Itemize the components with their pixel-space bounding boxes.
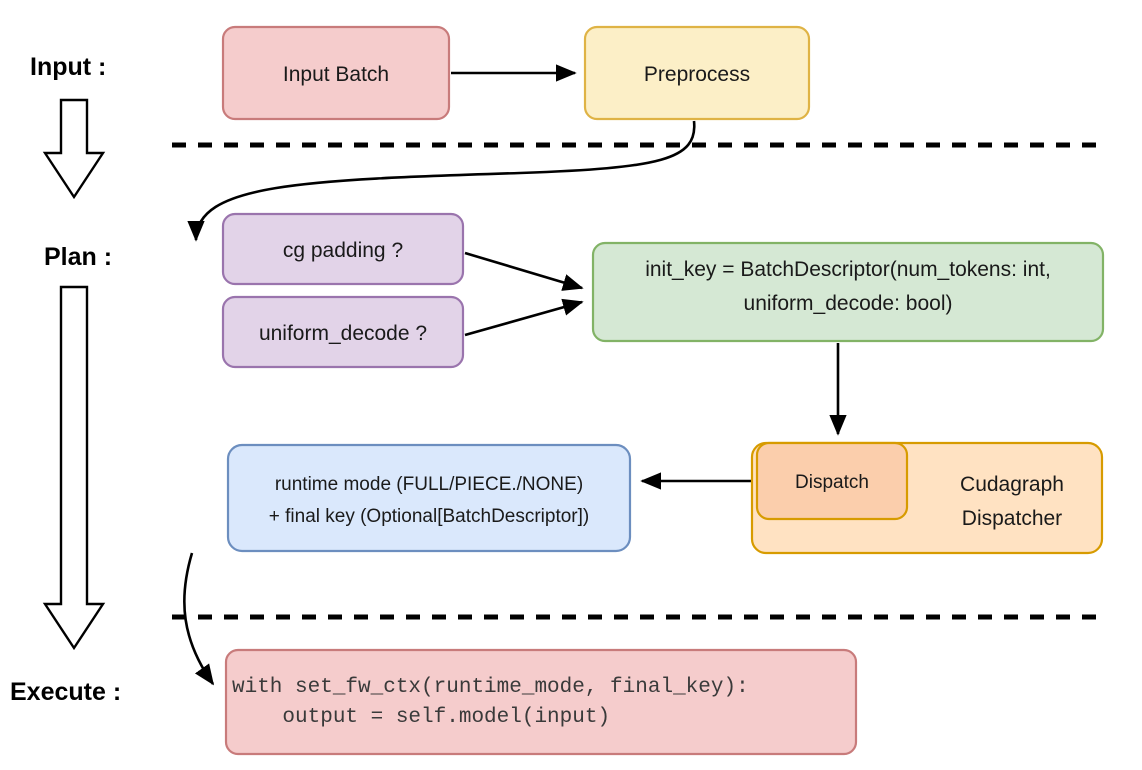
stage-label-plan: Plan : [44, 243, 112, 271]
node-runtime-mode-shape[interactable] [226, 443, 632, 553]
node-dispatch[interactable]: Dispatch [755, 441, 909, 521]
node-execute-code-shape[interactable] [224, 648, 858, 756]
stage-label-execute: Execute : [10, 678, 121, 706]
node-cudagraph-dispatcher-line-1: Cudagraph [960, 473, 1064, 496]
node-uniform-decode-label: uniform_decode ? [259, 322, 427, 345]
node-input-batch-shape[interactable] [221, 25, 451, 121]
nodes: Input Batch Preprocess cg padding ? unif… [221, 25, 1105, 756]
stage-labels: Input : Plan : Execute : [10, 53, 121, 706]
node-runtime-mode-line-2: + final key (Optional[BatchDescriptor]) [269, 506, 590, 527]
node-execute-code-line-1: with set_fw_ctx(runtime_mode, final_key)… [232, 676, 749, 699]
node-dispatch-shape[interactable] [755, 441, 909, 521]
stage-arrow-input-to-plan-icon [42, 98, 106, 200]
stage-progress-arrows [42, 98, 106, 651]
node-uniform-decode[interactable]: uniform_decode ? [221, 295, 465, 369]
node-uniform-decode-shape[interactable] [221, 295, 465, 369]
connector-runtime-mode-to-execute [183, 552, 215, 686]
stage-arrow-plan-to-execute-icon [42, 285, 106, 651]
node-dispatch-label: Dispatch [795, 472, 869, 493]
connector-cg-padding-to-init-key [464, 251, 584, 291]
node-execute-code-line-2: output = self.model(input) [232, 706, 610, 729]
connectors [183, 64, 847, 686]
node-preprocess-shape[interactable] [583, 25, 811, 121]
node-cg-padding[interactable]: cg padding ? [221, 212, 465, 286]
node-preprocess-label: Preprocess [644, 63, 750, 86]
node-init-key-shape[interactable] [591, 241, 1105, 343]
connector-preprocess-to-cg-padding [187, 120, 696, 242]
node-init-key[interactable]: init_key = BatchDescriptor(num_tokens: i… [591, 241, 1105, 343]
node-execute-code[interactable]: with set_fw_ctx(runtime_mode, final_key)… [224, 648, 858, 756]
node-cg-padding-shape[interactable] [221, 212, 465, 286]
connector-uniform-decode-to-init-key [464, 298, 584, 337]
node-runtime-mode-line-1: runtime mode (FULL/PIECE./NONE) [275, 474, 583, 495]
node-runtime-mode[interactable]: runtime mode (FULL/PIECE./NONE) + final … [226, 443, 632, 553]
node-init-key-line-1: init_key = BatchDescriptor(num_tokens: i… [645, 258, 1051, 281]
node-init-key-line-2: uniform_decode: bool) [744, 292, 953, 315]
stage-label-input: Input : [30, 53, 106, 81]
node-cudagraph-dispatcher-line-2: Dispatcher [962, 507, 1062, 530]
node-preprocess[interactable]: Preprocess [583, 25, 811, 121]
node-input-batch[interactable]: Input Batch [221, 25, 451, 121]
node-input-batch-label: Input Batch [283, 63, 389, 86]
node-cg-padding-label: cg padding ? [283, 239, 403, 262]
